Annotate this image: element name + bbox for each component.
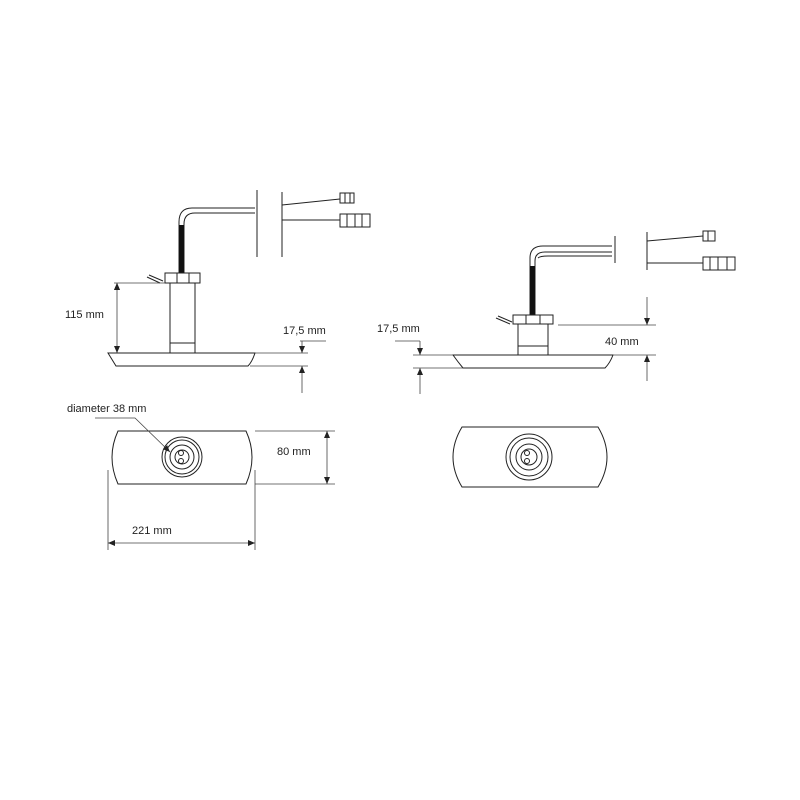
plate xyxy=(107,352,256,367)
connector-large xyxy=(647,256,736,271)
right-top-view xyxy=(452,426,608,488)
stem xyxy=(169,282,196,354)
nut xyxy=(512,314,554,325)
nut xyxy=(164,272,201,284)
connector-large xyxy=(282,213,371,228)
plate-outline xyxy=(111,430,253,485)
connector-small xyxy=(646,230,716,242)
left-side-view: 115 mm 17,5 mm xyxy=(65,190,371,393)
cable xyxy=(529,245,612,315)
flap xyxy=(495,315,513,325)
plate-thickness-label: 17,5 mm xyxy=(377,323,420,335)
plate xyxy=(452,354,614,369)
width-label: 80 mm xyxy=(277,446,311,458)
length-label: 221 mm xyxy=(132,525,172,537)
cable xyxy=(178,207,255,275)
diameter-label: diameter 38 mm xyxy=(67,403,146,415)
left-top-view: diameter 38 mm 80 mm 221 mm xyxy=(67,403,335,550)
plate-thickness-label: 17,5 mm xyxy=(283,325,326,337)
right-side-view: 17,5 mm 40 mm xyxy=(377,230,736,394)
flap xyxy=(146,274,164,284)
height-label: 40 mm xyxy=(605,336,639,348)
plate-outline xyxy=(452,426,608,488)
connector-small xyxy=(281,192,355,206)
height-label: 115 mm xyxy=(65,309,104,321)
stem xyxy=(517,323,549,356)
